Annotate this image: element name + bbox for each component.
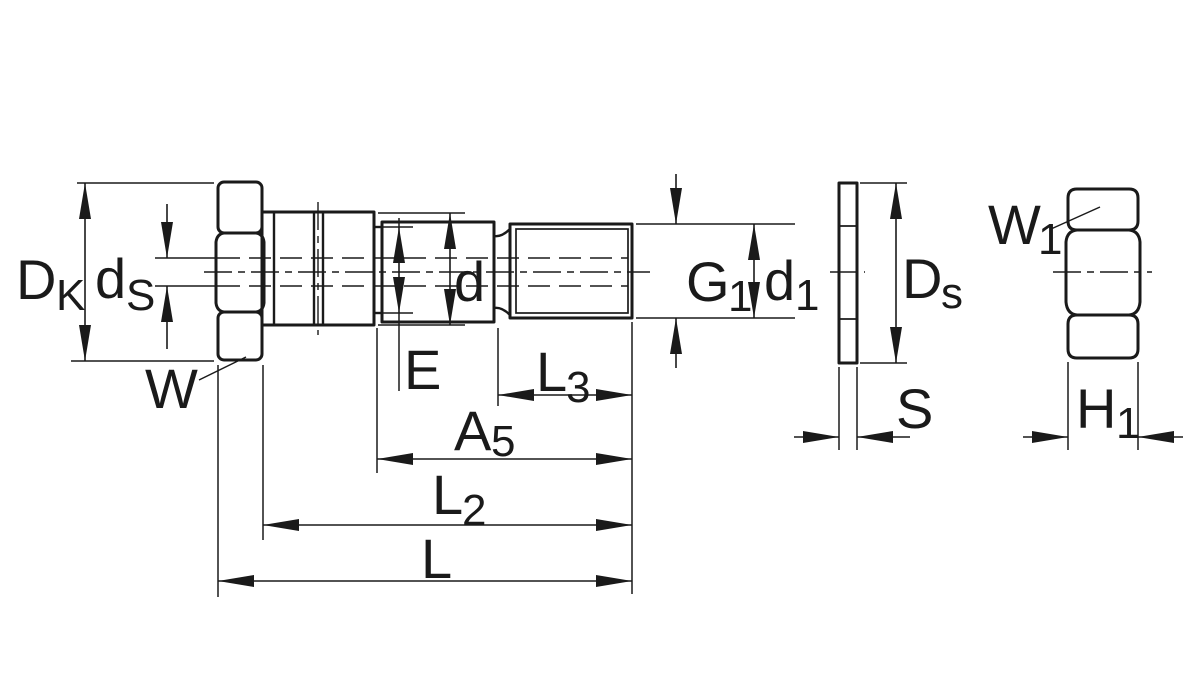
- label-A5-main: A: [454, 399, 492, 462]
- dimension-W-leader: [198, 356, 247, 381]
- dimension-S: [794, 367, 910, 450]
- nut-side-view: [1023, 187, 1183, 450]
- label-d: d: [454, 250, 485, 313]
- label-G1-main: G: [686, 250, 730, 313]
- label-A5-sub: 5: [491, 417, 515, 466]
- dimension-d: [378, 212, 465, 326]
- label-W1-main: W: [988, 193, 1041, 256]
- label-DK-sub: K: [56, 271, 85, 320]
- dimension-L2: [262, 365, 632, 540]
- label-dS-sub: S: [126, 271, 155, 320]
- label-d1-sub: 1: [795, 271, 819, 320]
- washer-body: [837, 181, 859, 365]
- screw-center-lines: [155, 257, 650, 287]
- label-G1-sub: 1: [728, 272, 752, 321]
- label-L3-main: L: [536, 340, 567, 403]
- dimension-W1-leader: [1050, 206, 1101, 230]
- label-d1-main: d: [764, 249, 795, 312]
- label-dS-main: d: [95, 247, 126, 310]
- dimension-A5: [376, 328, 632, 473]
- label-E: E: [404, 338, 441, 401]
- washer-side-view: [794, 181, 910, 450]
- dimension-G1-d1: [636, 174, 795, 368]
- label-Ds-sub: s: [941, 269, 963, 318]
- dimension-H1: [1023, 362, 1183, 450]
- dimension-DK: [71, 182, 214, 362]
- label-W: W: [145, 357, 198, 420]
- screw-thread: [508, 222, 634, 320]
- screw-side-view: [155, 180, 650, 362]
- dimension-E: [376, 218, 413, 391]
- label-L3-sub: 3: [566, 363, 590, 412]
- screw-head: [214, 180, 266, 362]
- label-H1-sub: 1: [1116, 399, 1140, 448]
- dimension-L3: [497, 322, 633, 594]
- screw-collar: [260, 202, 376, 335]
- label-L: L: [421, 527, 452, 590]
- nut-body: [1064, 187, 1142, 360]
- labels: D K d S W E d L 3 G 1 d 1 A 5 L 2 L D s …: [16, 193, 1140, 590]
- label-W1-sub: 1: [1038, 215, 1062, 264]
- label-Ds-main: D: [902, 247, 942, 310]
- label-S: S: [896, 377, 933, 440]
- dimension-L: [217, 365, 632, 597]
- label-L2-main: L: [432, 463, 463, 526]
- label-DK-main: D: [16, 248, 56, 311]
- dimension-Ds: [860, 182, 907, 364]
- label-L2-sub: 2: [462, 486, 486, 535]
- label-H1-main: H: [1076, 377, 1116, 440]
